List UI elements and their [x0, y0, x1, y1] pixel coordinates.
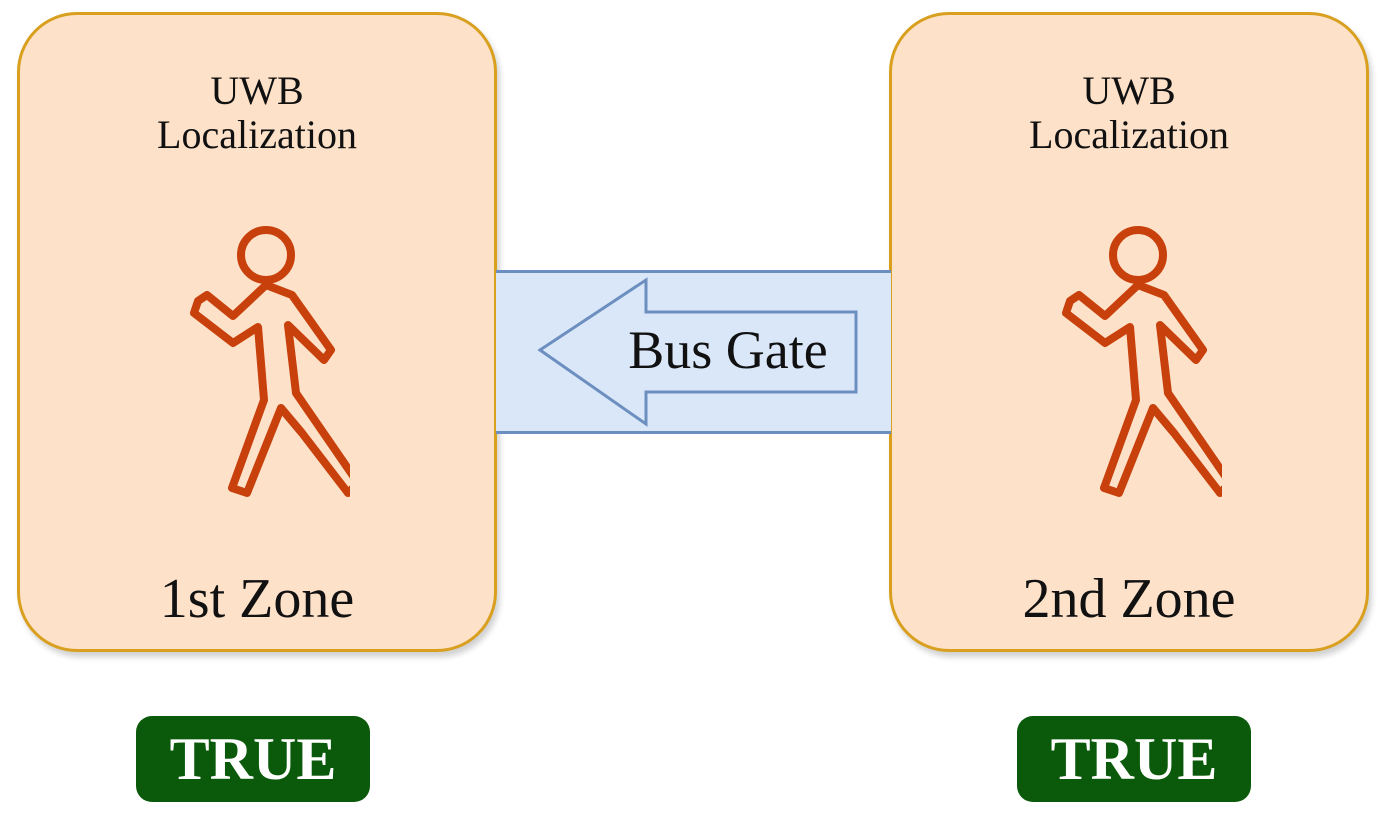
- left-arrow-icon: [537, 277, 858, 427]
- zone-2-status-badge: TRUE: [1017, 716, 1251, 802]
- zone-1-box: UWB Localization 1st Zone: [17, 12, 497, 652]
- zone-2-title-line1: UWB: [1082, 68, 1176, 113]
- zone-2-title: UWB Localization: [892, 69, 1366, 157]
- zone-1-title-line2: Localization: [157, 112, 357, 157]
- zone-1-status-badge: TRUE: [136, 716, 370, 802]
- zone-2-label: 2nd Zone: [1022, 568, 1236, 630]
- zone-1-title: UWB Localization: [20, 69, 494, 157]
- bus-gate-label: Bus Gate: [628, 320, 828, 380]
- zone-1-title-line1: UWB: [210, 68, 304, 113]
- walking-person-icon: [1062, 226, 1222, 497]
- zone-2-box: UWB Localization 2nd Zone: [889, 12, 1369, 652]
- zone-2-title-line2: Localization: [1029, 112, 1229, 157]
- walking-person-icon: [190, 226, 350, 497]
- zone-1-label: 1st Zone: [159, 568, 355, 630]
